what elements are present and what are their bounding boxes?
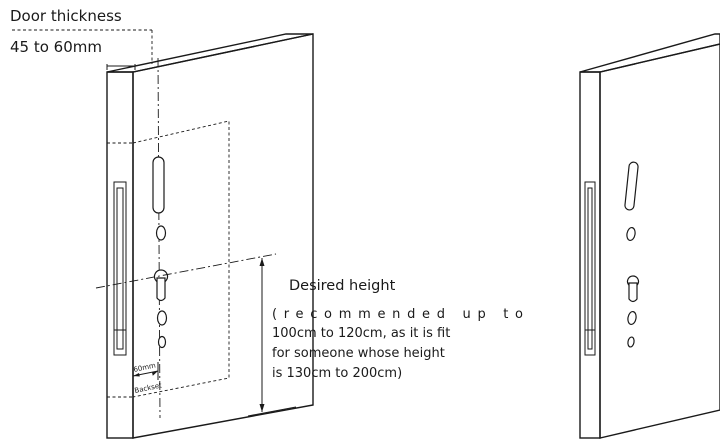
recommendation-line3: for someone whose height — [272, 346, 445, 361]
right-upper-slot-hole — [624, 161, 639, 211]
round-hole-2 — [156, 310, 168, 326]
right-faceplate — [584, 181, 596, 356]
backset-arrow-right — [152, 371, 158, 376]
right-faceplate-inner — [587, 187, 593, 350]
left-door — [12, 29, 314, 439]
recommendation-line4: is 130cm to 200cm) — [272, 366, 402, 381]
desired-height-arrow-top — [259, 258, 265, 266]
right-cylinder-hole-bottom — [628, 282, 638, 303]
round-hole-3 — [157, 335, 167, 349]
desired-height-arrow-bottom — [259, 404, 265, 412]
right-door-top-face — [579, 33, 720, 73]
door-thickness-label-line2: 45 to 60mm — [10, 38, 102, 56]
left-door-top-face — [106, 33, 314, 73]
right-round-hole-2 — [627, 310, 637, 326]
floor-reference-line — [247, 406, 297, 417]
right-door — [579, 33, 720, 439]
right-door-edge — [579, 71, 601, 439]
left-faceplate — [113, 181, 127, 356]
left-faceplate-inner — [116, 187, 124, 350]
recommendation-line1: (recommended up to — [272, 307, 523, 322]
recommendation-line2: 100cm to 120cm, as it is fit — [272, 326, 450, 341]
cylinder-hole-bottom — [156, 277, 166, 302]
upper-slot-hole — [152, 156, 165, 214]
backset-arrow-left — [133, 373, 140, 377]
height-reference-line — [95, 253, 277, 289]
lock-body-cutout-outline — [132, 120, 230, 398]
left-strike — [113, 329, 127, 356]
door-thickness-label-line1: Door thickness — [10, 7, 122, 25]
desired-height-label: Desired height — [289, 278, 396, 294]
right-round-hole-1 — [626, 226, 636, 242]
right-door-front-face — [599, 43, 720, 439]
right-strike — [584, 329, 596, 356]
left-door-edge — [106, 71, 134, 439]
right-round-hole-3 — [627, 336, 635, 348]
round-hole-1 — [155, 225, 167, 241]
backset-label: Backset — [134, 381, 163, 395]
